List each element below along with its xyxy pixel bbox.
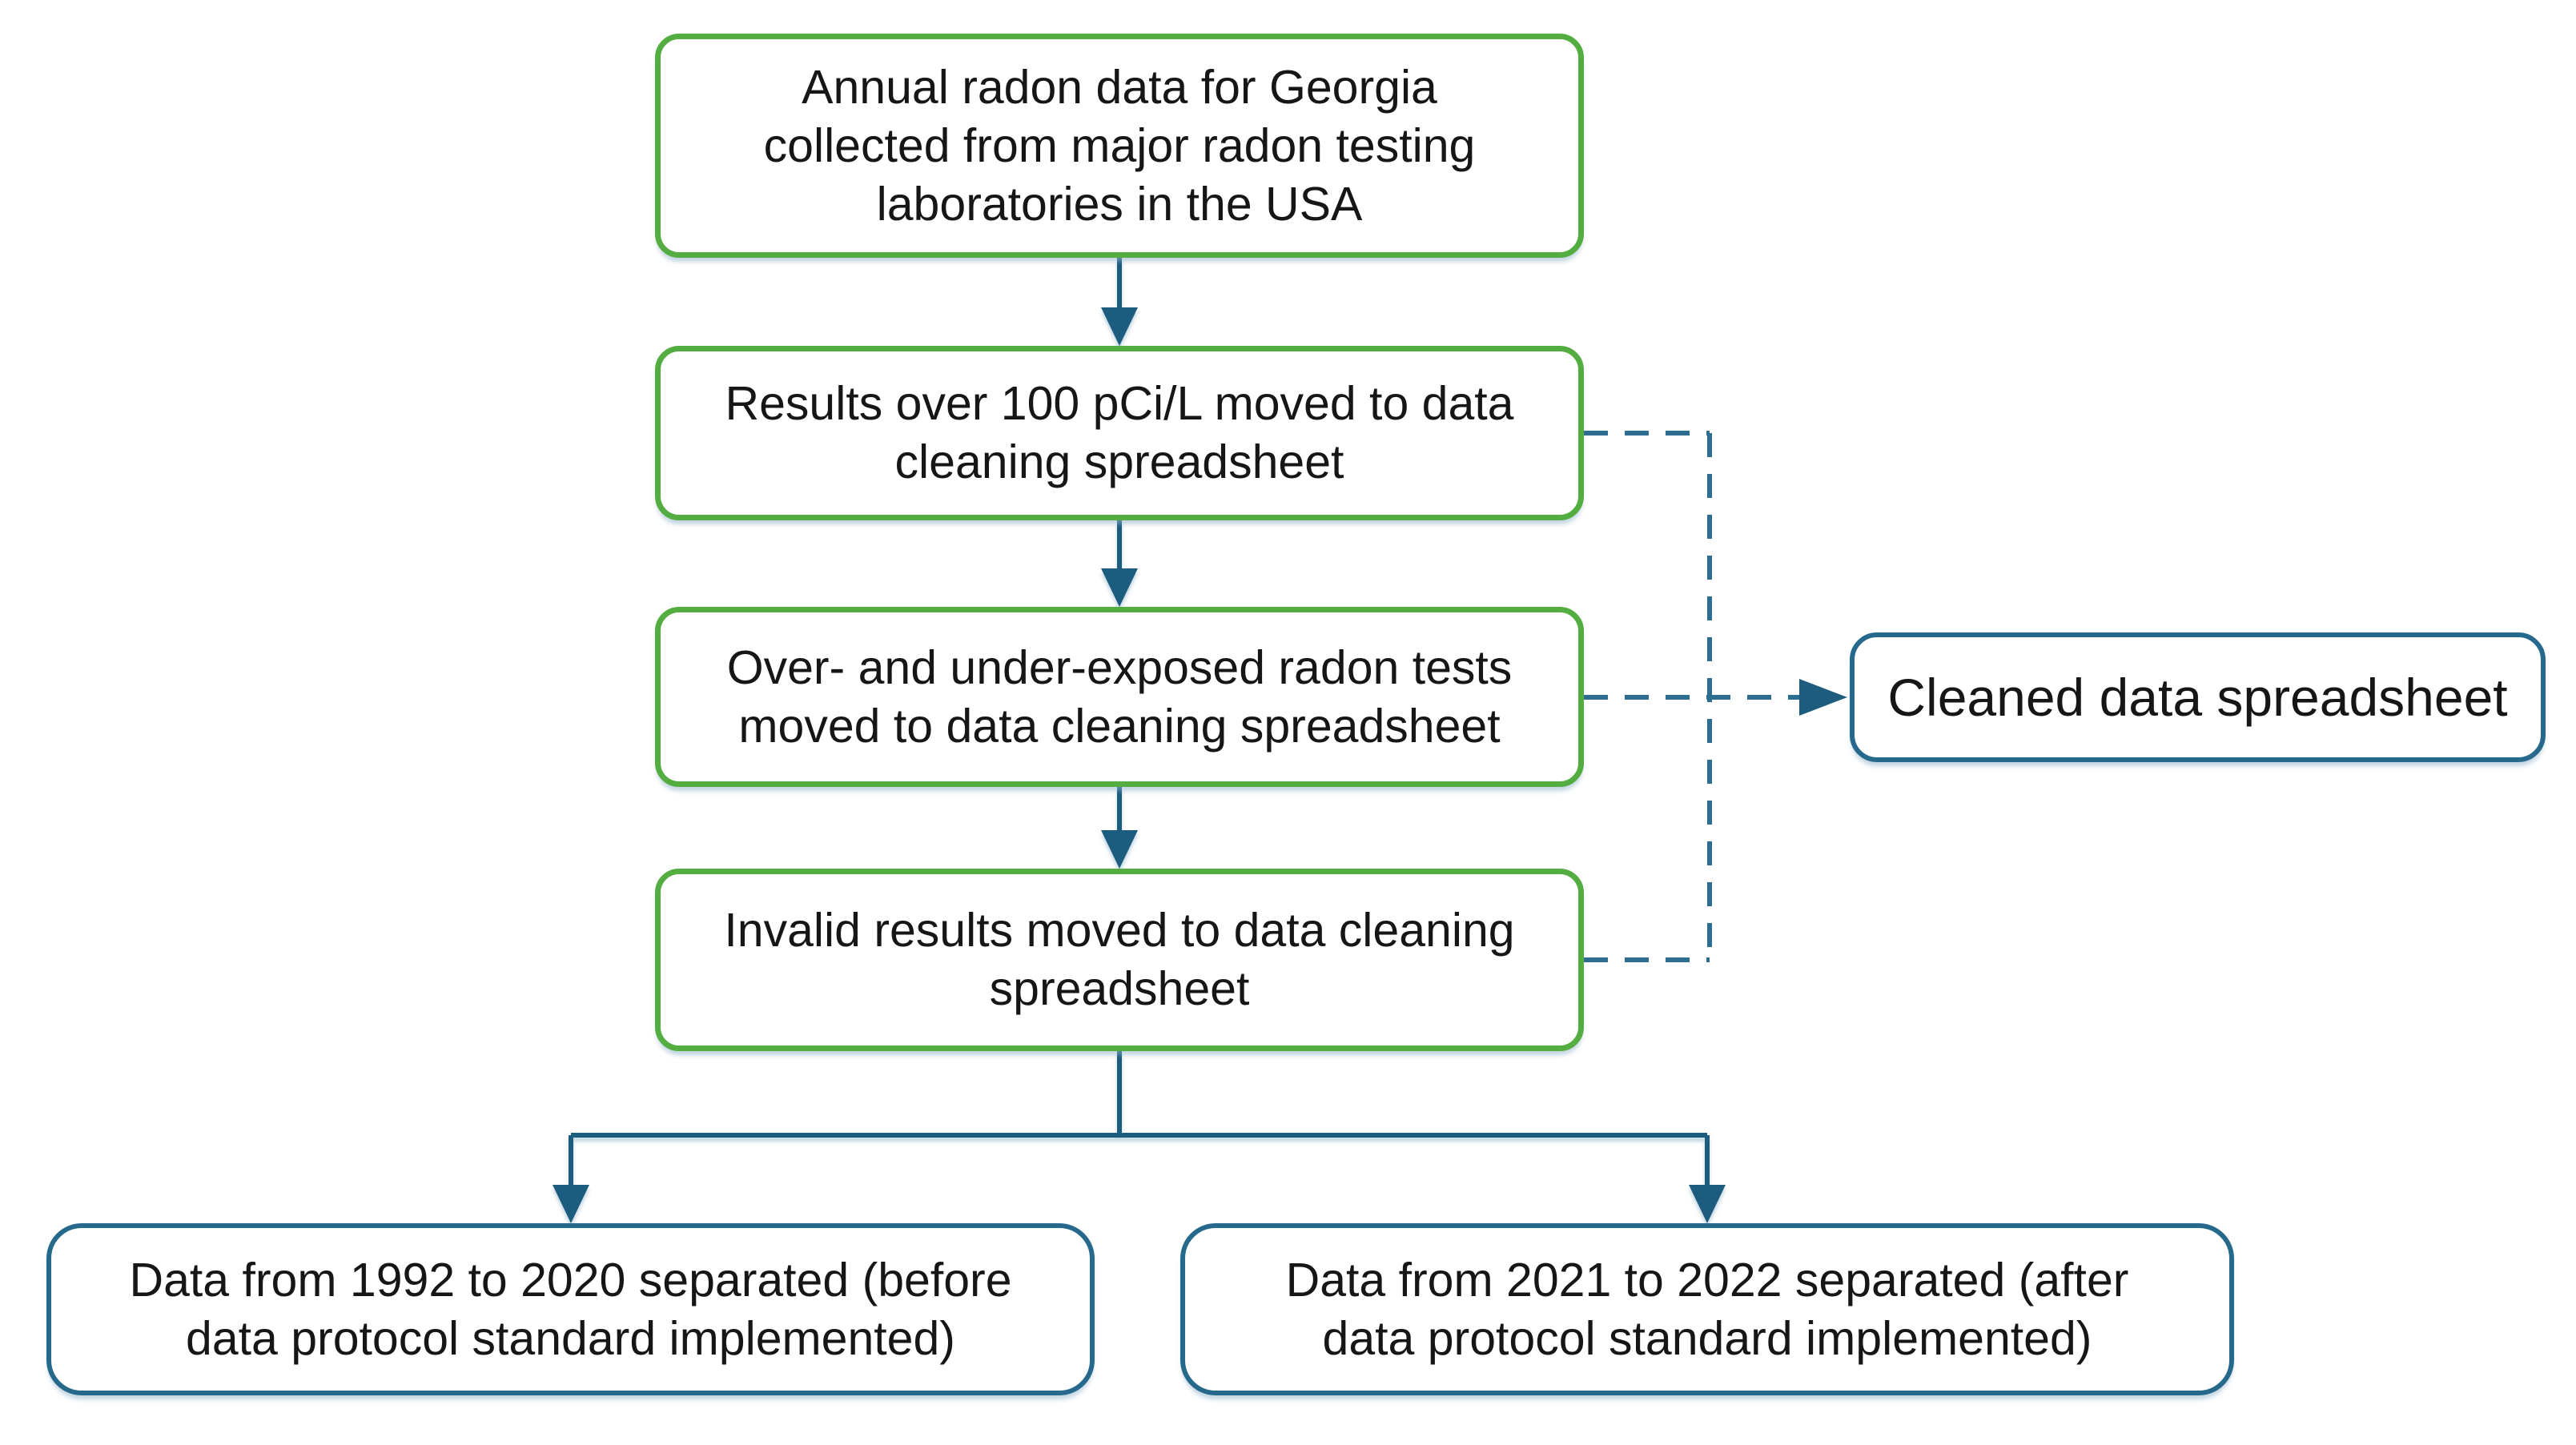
arrow-down-icon xyxy=(1689,1185,1726,1223)
node-text-line: laboratories in the USA xyxy=(876,177,1363,231)
node-text-line: Cleaned data spreadsheet xyxy=(1887,668,2508,727)
node-over-under-exposed: Over- and under-exposed radon tests move… xyxy=(655,607,1584,787)
node-cleaned-data-spreadsheet: Cleaned data spreadsheet xyxy=(1850,632,2546,762)
node-text-line: Annual radon data for Georgia xyxy=(802,60,1437,114)
node-text-line: spreadsheet xyxy=(989,962,1250,1015)
node-text-line: moved to data cleaning spreadsheet xyxy=(738,699,1501,753)
arrow-down-icon xyxy=(1101,830,1138,869)
node-text-line: Data from 2021 to 2022 separated (after xyxy=(1285,1253,2129,1307)
node-text-line: Over- and under-exposed radon tests xyxy=(726,640,1513,694)
node-annual-radon-data: Annual radon data for Georgia collected … xyxy=(655,34,1584,258)
node-text-line: cleaning spreadsheet xyxy=(894,436,1344,488)
node-results-over-100: Results over 100 pCi/L moved to data cle… xyxy=(655,346,1584,520)
node-data-1992-2020: Data from 1992 to 2020 separated (before… xyxy=(46,1223,1095,1395)
arrow-down-icon xyxy=(1101,568,1138,607)
node-text-line: Results over 100 pCi/L moved to data xyxy=(725,377,1514,430)
branch-line xyxy=(569,1051,1710,1186)
node-text-line: collected from major radon testing xyxy=(763,118,1476,172)
node-text-line: Invalid results moved to data cleaning xyxy=(724,904,1515,957)
node-invalid-results: Invalid results moved to data cleaning s… xyxy=(655,869,1584,1051)
arrow-right-icon xyxy=(1799,679,1847,716)
node-text-line: data protocol standard implemented) xyxy=(1322,1311,2092,1365)
node-data-2021-2022: Data from 2021 to 2022 separated (after … xyxy=(1180,1223,2234,1395)
node-text-line: Data from 1992 to 2020 separated (before xyxy=(129,1253,1012,1307)
arrow-down-icon xyxy=(1101,307,1138,346)
node-text-line: data protocol standard implemented) xyxy=(186,1311,955,1365)
arrow-down-icon xyxy=(553,1185,589,1223)
